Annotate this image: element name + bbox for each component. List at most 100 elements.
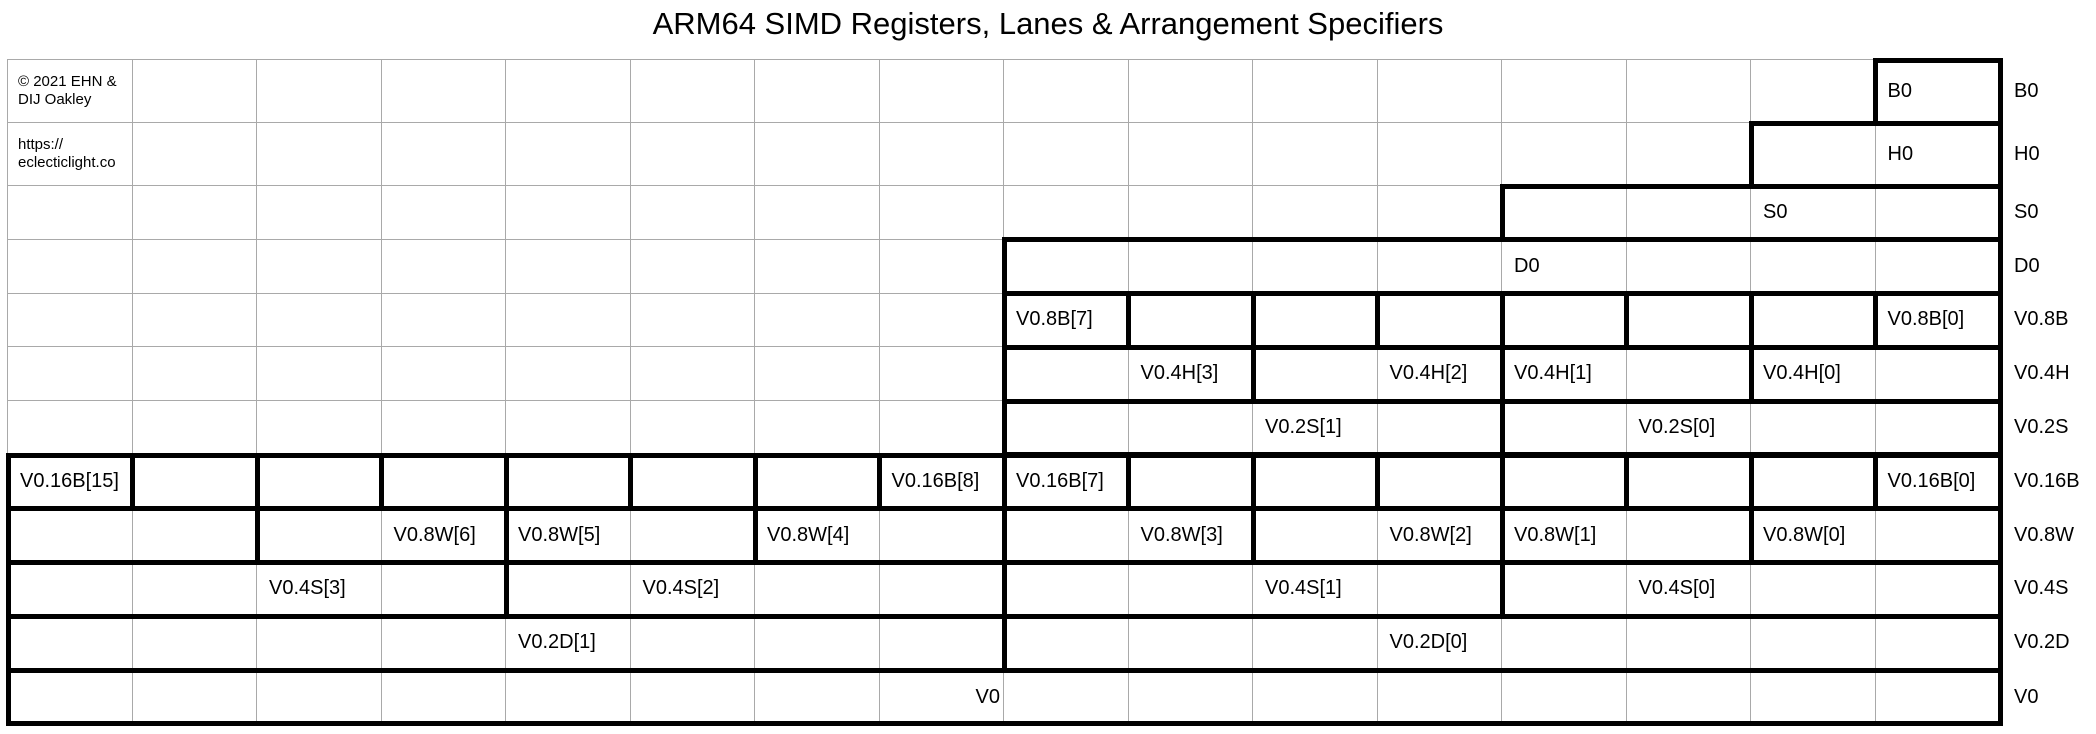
page-title: ARM64 SIMD Registers, Lanes & Arrangemen… [652,6,1444,41]
byte-cell [1502,186,1627,239]
byte-cell [880,239,1004,293]
lane-label: V0.4H[3] [1140,362,1219,385]
lane-box [752,452,882,512]
byte-cells [8,616,2000,670]
byte-cell [382,401,506,454]
byte-cell [880,186,1004,239]
note-line: DIJ Oakley [18,91,92,108]
byte-cell [257,60,382,122]
byte-cell [1129,401,1253,454]
byte-cell [133,347,257,401]
row-label: V0.4H [2014,362,2070,385]
byte-cell [133,186,257,239]
byte-cell [631,60,755,122]
byte-cell [1004,508,1129,562]
byte-cell [506,401,631,454]
byte-cell [1129,60,1253,122]
byte-cell [1253,60,1378,122]
byte-cell [1004,186,1129,239]
row-label: V0.2D [2014,631,2070,654]
row-label: D0 [2014,254,2040,277]
lane-label: V0.4S[0] [1638,577,1716,600]
register-row: V0.16B[15]V0.16B[8]V0.16B[7]V0.16B[0]V0.… [5,452,2080,512]
byte-cell [1004,239,1129,293]
register-row: V0.8W[6]V0.8W[5]V0.8W[4]V0.8W[3]V0.8W[2]… [5,506,2074,566]
row-label: V0.2S [2014,416,2069,439]
byte-cell [755,401,880,454]
byte-cell [1129,186,1253,239]
byte-cell [133,562,257,616]
lane-box [1001,237,2003,297]
note-line: eclecticlight.co [18,154,116,171]
byte-cell [1751,239,1876,293]
byte-cell [1502,123,1627,185]
lane-box [1499,398,2003,458]
byte-cell [133,670,257,724]
byte-cell [1627,562,1751,616]
lane-box [503,452,633,512]
byte-cell [8,508,133,562]
byte-cell [506,123,631,185]
byte-cell [1378,60,1502,122]
lane-box [5,667,2003,727]
lane-label: V0.2S[0] [1638,416,1716,439]
row-label: V0 [2014,685,2039,708]
byte-cell [631,562,755,616]
note-line: https:// [18,136,64,153]
byte-cell [1751,562,1876,616]
byte-cell [257,123,382,185]
byte-cell [1378,123,1502,185]
byte-cell [1004,616,1129,670]
lane-box [1748,291,1878,350]
byte-cell [133,616,257,670]
byte-cell [755,60,880,122]
byte-cell [631,239,755,293]
lane-label: V0.8W[6] [393,523,476,546]
lane-box [1499,291,1629,350]
byte-cell [257,293,382,347]
byte-cell [1378,239,1502,293]
lane-box [130,452,260,512]
byte-cell [631,123,755,185]
lane-label: V0.2D[0] [1389,631,1468,654]
byte-cell [880,60,1004,122]
website-note: https://eclecticlight.co [8,123,133,185]
byte-cell [257,347,382,401]
byte-cell [1627,670,1751,724]
lane-label: S0 [1763,200,1788,223]
byte-cell [1751,347,1876,401]
byte-cell [257,670,382,724]
lane-box [1126,291,1256,350]
byte-cell [382,60,506,122]
byte-cell [506,508,631,562]
lane-label: V0.8W[4] [767,523,850,546]
byte-cell [880,123,1004,185]
byte-cell [880,347,1004,401]
lane-box [1126,452,1256,512]
byte-cell [1253,347,1378,401]
byte-cell [133,293,257,347]
byte-cell [1253,401,1378,454]
row-label: V0.16B [2014,469,2080,492]
lane-box [503,560,1007,619]
byte-cell [1129,239,1253,293]
byte-cell [257,186,382,239]
byte-cell [382,616,506,670]
lane-label: V0.16B[15] [20,469,119,492]
lane-box [1001,560,1505,619]
lane-box [1250,291,1380,350]
lane-label: V0.8W[2] [1389,523,1472,546]
lane-box [1624,452,1754,512]
byte-cell [1751,60,1876,122]
lane-label: V0.16B[8] [891,469,980,492]
byte-cell [631,347,755,401]
lane-box [628,452,758,512]
row-label: V0.4S [2014,577,2069,600]
byte-cell [755,616,880,670]
byte-cell [8,123,133,185]
byte-cell [133,123,257,185]
lane-label: H0 [1887,142,1914,165]
